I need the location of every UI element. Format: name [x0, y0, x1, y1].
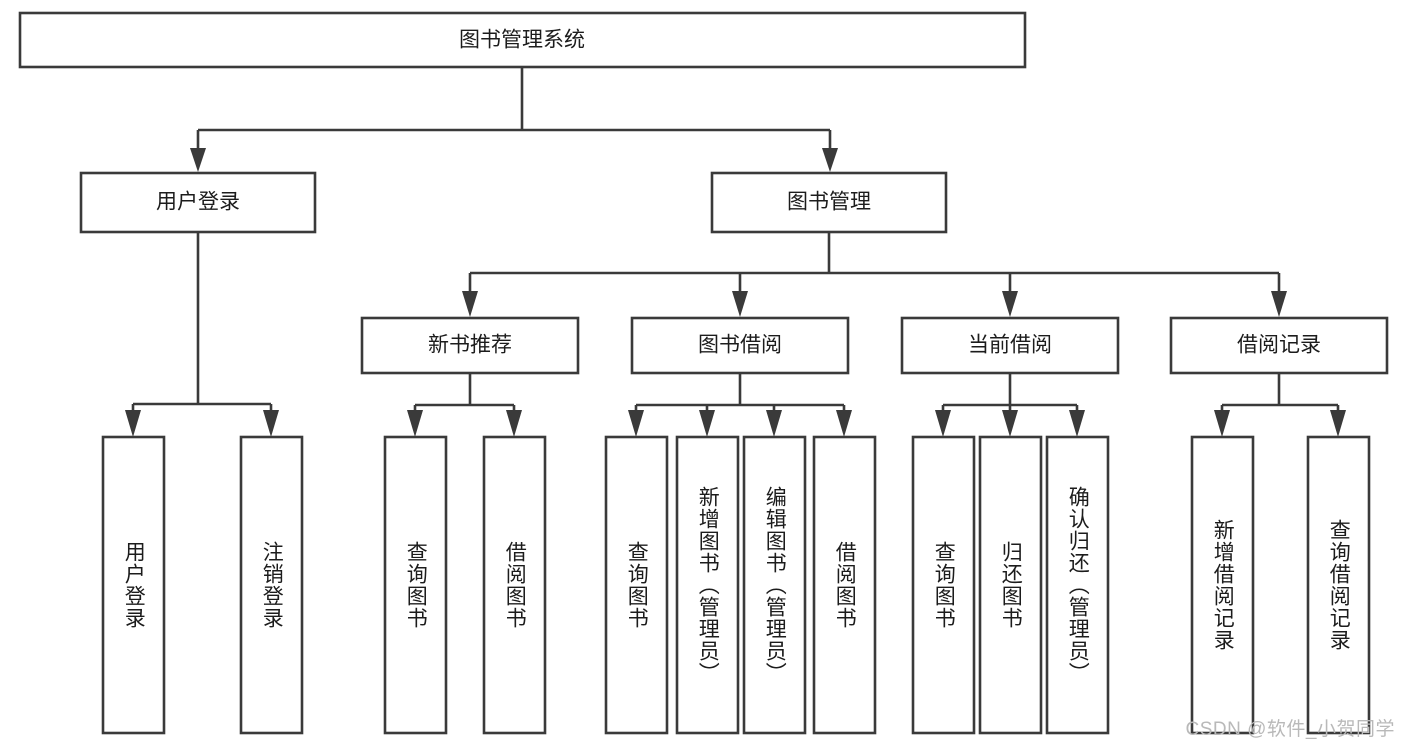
node-user-login-label: 用户登录	[156, 191, 240, 214]
node-borrow-record-box	[1169, 316, 1389, 375]
node-book-management-label: 图书管理	[787, 191, 871, 214]
node-new-book-recommend-label: 新书推荐	[428, 334, 512, 357]
arrow-level1-1	[822, 148, 838, 172]
leaf-box-recommend-1[interactable]	[482, 435, 547, 735]
leaf-box-user-login-0[interactable]	[101, 435, 166, 735]
node-borrow-record[interactable]: 借阅记录	[1169, 316, 1389, 375]
leaf-box-recommend-0[interactable]	[383, 435, 448, 735]
arrow-current-0	[935, 410, 951, 437]
leaf-box-current-2[interactable]	[1045, 435, 1110, 735]
node-new-book-recommend-box	[360, 316, 580, 375]
node-current-borrow[interactable]: 当前借阅	[900, 316, 1120, 375]
node-book-management-box	[710, 171, 948, 234]
arrow-borrow-1	[699, 410, 715, 437]
arrow-current-1	[1002, 410, 1018, 437]
node-root-box	[18, 11, 1027, 69]
arrow-level2-0	[462, 291, 478, 317]
csdn-watermark: CSDN @软件_小贺同学	[1185, 719, 1395, 740]
leaf-box-borrow-1[interactable]	[675, 435, 740, 735]
leaf-box-current-0[interactable]	[911, 435, 976, 735]
arrow-recommend-0	[407, 410, 423, 437]
node-current-borrow-box	[900, 316, 1120, 375]
node-book-borrow[interactable]: 图书借阅	[630, 316, 850, 375]
node-current-borrow-label: 当前借阅	[968, 334, 1052, 357]
leaf-box-current-1[interactable]	[978, 435, 1043, 735]
leaf-box-borrow-3[interactable]	[812, 435, 877, 735]
arrow-userlogin-1	[263, 410, 279, 437]
node-root[interactable]: 图书管理系统	[18, 11, 1027, 69]
node-borrow-record-label: 借阅记录	[1237, 334, 1321, 357]
arrow-recommend-1	[506, 410, 522, 437]
arrow-userlogin-0	[125, 410, 141, 437]
leaf-box-borrow-2[interactable]	[742, 435, 807, 735]
arrow-level1-0	[190, 148, 206, 172]
leaf-box-borrow-0[interactable]	[604, 435, 669, 735]
arrow-record-1	[1330, 410, 1346, 437]
leaf-box-record-1[interactable]	[1306, 435, 1371, 735]
arrow-record-0	[1214, 410, 1230, 437]
arrow-level2-2	[1002, 291, 1018, 317]
leaf-box-user-login-1[interactable]	[239, 435, 304, 735]
node-user-login[interactable]: 用户登录	[79, 171, 317, 234]
arrow-current-2	[1069, 410, 1085, 437]
node-root-label: 图书管理系统	[459, 29, 585, 52]
arrow-level2-1	[732, 291, 748, 317]
node-book-management[interactable]: 图书管理	[710, 171, 948, 234]
leaf-box-record-0[interactable]	[1190, 435, 1255, 735]
arrow-borrow-0	[628, 410, 644, 437]
arrow-borrow-2	[766, 410, 782, 437]
arrow-borrow-3	[836, 410, 852, 437]
arrow-level2-3	[1271, 291, 1287, 317]
node-new-book-recommend[interactable]: 新书推荐	[360, 316, 580, 375]
node-book-borrow-box	[630, 316, 850, 375]
node-book-borrow-label: 图书借阅	[698, 334, 782, 357]
